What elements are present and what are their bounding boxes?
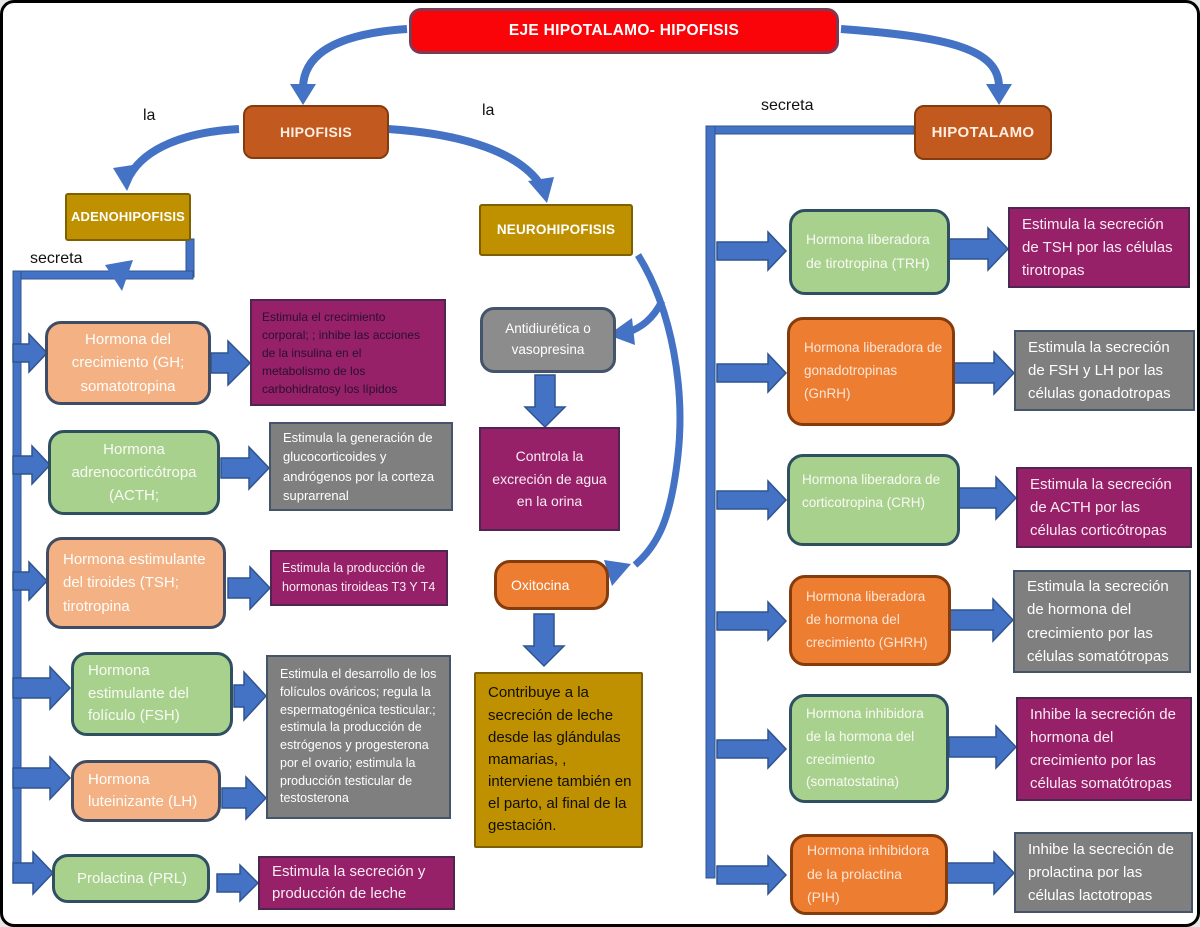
arrow-title-to-hipofisis [290,25,408,105]
hormone-box-vasopresina: Antidiurética o vasopresina [480,307,616,373]
hormone-box-somatostatina: Hormona inhibidora de la hormona del cre… [789,694,949,803]
arrow-hipofisis-to-adenohipofisis [113,125,240,191]
node-hipofisis: HIPOFISIS [243,105,389,159]
branch-arrow-acth [12,444,52,486]
branch-arrow-somatostatina [716,728,788,770]
branch-arrow-trh [716,230,788,272]
hormone-box-gh: Hormona del crecimiento (GH; somatotropi… [45,321,211,405]
effect-box-crh: Estimula la secreción de ACTH por las cé… [1016,467,1192,548]
branch-arrow-fsh [12,665,72,711]
effect-box-vasopresina: Controla la excreción de agua en la orin… [479,427,620,531]
arrow-acth-effect [220,445,271,491]
branch-arrow-prl [12,850,55,896]
label-la-left: la [143,107,156,124]
effect-box-gh: Estimula el crecimiento corporal; ; inhi… [250,299,446,406]
hormone-box-acth: Hormona adrenocorticótropa (ACTH; [48,430,220,515]
effect-box-prl: Estimula la secreción y producción de le… [258,856,455,910]
effect-box-somatostatina: Inhibe la secreción de hormona del creci… [1016,697,1192,801]
connector-arrows [12,25,1018,903]
title-node: EJE HIPOTALAMO- HIPOFISIS [409,8,839,54]
effect-box-gnrh: Estimula la secreción de FSH y LH por la… [1014,330,1195,411]
arrow-prl-effect [216,863,260,903]
branch-arrow-gh [12,332,49,374]
label-secreta-left: secreta [30,250,83,267]
branch-arrow-crh [716,479,788,521]
label-la-right: la [482,102,495,119]
arrow-neurohipofisis-to-vasopresina [608,299,666,345]
arrow-tsh-effect [227,565,272,611]
branch-arrow-gnrh [716,352,788,394]
arrow-oxitocina-effect [522,613,566,668]
effect-box-tsh: Estimula la producción de hormonas tiroi… [270,550,448,606]
effect-box-pih: Inhibe la secreción de prolactina por la… [1014,832,1193,913]
arrow-ghrh-effect [949,597,1015,643]
hormone-box-gnrh: Hormona liberadora de gonadotropinas (Gn… [787,317,955,426]
node-adenohipofisis: ADENOHIPOFISIS [65,193,191,241]
branch-arrow-ghrh [716,600,788,642]
label-secreta-right: secreta [761,97,814,114]
effect-box-ghrh: Estimula la secreción de hormona del cre… [1013,570,1191,673]
hormone-box-ghrh: Hormona liberadora de hormona del crecim… [789,575,951,666]
hormone-box-prl: Prolactina (PRL) [52,854,210,903]
arrow-title-to-hipotalamo [840,25,1012,105]
arrow-fsh-effect [233,670,268,722]
arrow-somatostatina-effect [948,724,1018,770]
effect-box-oxitocina: Contribuye a la secreción de leche desde… [474,672,643,848]
hormone-box-oxitocina: Oxitocina [494,560,609,610]
hormone-box-crh: Hormona liberadora de corticotropina (CR… [787,454,960,546]
arrow-trh-effect [947,226,1010,272]
node-neurohipofisis: NEUROHIPOFISIS [479,204,633,256]
hormone-box-tsh: Hormona estimulante del tiroides (TSH; t… [46,537,226,629]
hormone-box-lh: Hormona luteinizante (LH) [71,760,221,822]
effect-box-fsh-lh: Estimula el desarrollo de los folículos … [266,655,451,819]
hormone-box-fsh: Hormona estimulante del folículo (FSH) [71,652,233,736]
effect-box-acth: Estimula la generación de glucocorticoid… [269,422,453,511]
effect-box-trh: Estimula la secreción de TSH por las cél… [1008,207,1190,288]
arrow-vasopresina-effect [523,374,567,429]
hormone-box-pih: Hormona inhibidora de la prolactina (PIH… [790,834,948,915]
hormone-box-trh: Hormona liberadora de tirotropina (TRH) [789,209,950,295]
node-hipotalamo: HIPOTALAMO [914,105,1052,160]
arrow-gnrh-effect [952,350,1016,396]
branch-arrow-lh [12,755,72,801]
arrow-pih-effect [946,850,1016,896]
branch-arrow-tsh [12,560,49,602]
arrow-gh-effect [210,339,252,387]
branch-arrow-pih [716,854,788,896]
arrow-hipofisis-to-neurohipofisis [387,125,554,203]
arrow-lh-effect [221,775,268,821]
arrow-neurohipofisis-to-oxitocina [604,253,684,586]
arrow-crh-effect [958,475,1018,521]
